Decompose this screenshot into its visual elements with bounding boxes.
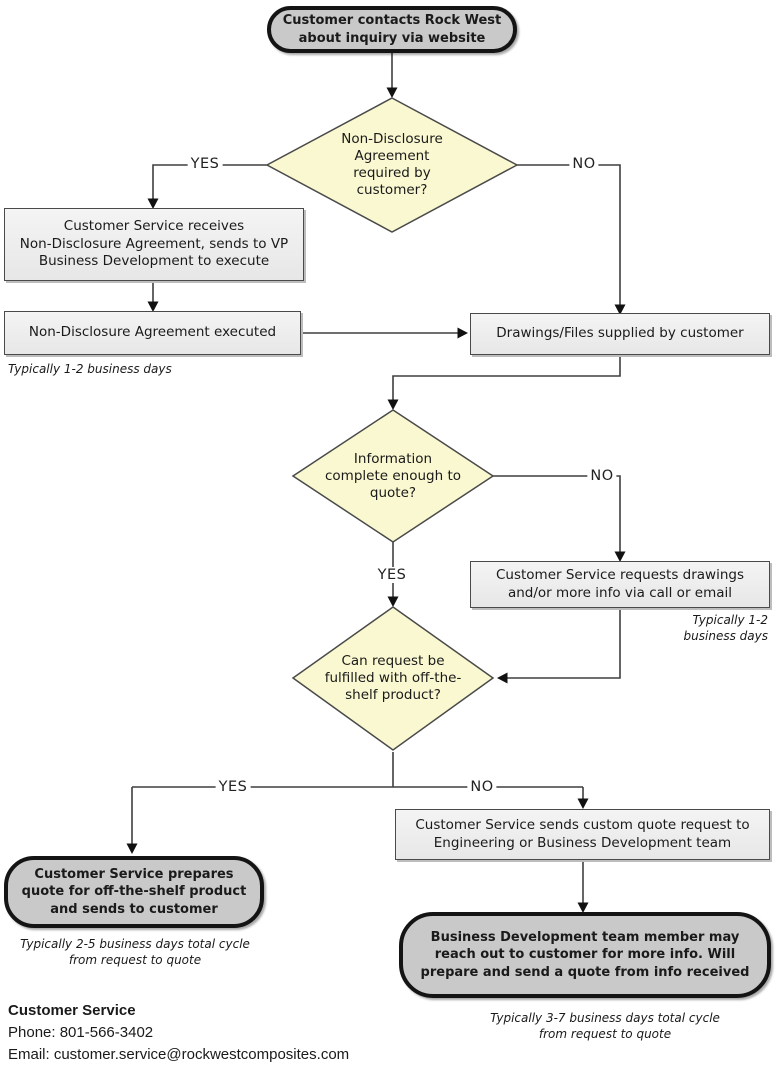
arrowhead-icon [497, 672, 508, 684]
arrowhead-icon [577, 798, 589, 809]
branch-label-offshelf-no: NO [467, 779, 497, 795]
decision-diamond-info [291, 409, 495, 543]
contact-title: Customer Service [8, 1002, 136, 1019]
decision-diamond-nda [265, 97, 519, 233]
arrowhead-icon [386, 87, 398, 98]
contact-email: Email: customer.service@rockwestcomposit… [8, 1046, 350, 1063]
contact-phone: Phone: 801-566-3402 [8, 1024, 154, 1041]
drawings-supplied-box: Drawings/Files supplied by customer [470, 313, 770, 355]
decision-diamond-offshelf [291, 606, 495, 751]
nda-executed-box: Non-Disclosure Agreement executed [4, 311, 301, 355]
arrowhead-icon [147, 198, 159, 209]
nda-receive-box: Customer Service receives Non-Disclosure… [4, 208, 304, 281]
arrowhead-icon [126, 843, 138, 854]
prepare-quote-terminal: Customer Service prepares quote for off-… [4, 856, 264, 928]
start-terminal: Customer contacts Rock West about inquir… [267, 6, 517, 53]
note-nda-cycle: Typically 1-2 business days [8, 362, 172, 376]
arrowhead-icon [577, 902, 589, 913]
connector-lines [131, 53, 621, 903]
note-custom-cycle: Typically 3-7 business days total cycle … [490, 1011, 720, 1042]
branch-label-info-no: NO [587, 468, 617, 484]
arrowhead-icon [387, 596, 399, 607]
bd-outreach-terminal: Business Development team member may rea… [399, 912, 771, 998]
custom-quote-request-box: Customer Service sends custom quote requ… [395, 809, 770, 860]
branch-label-info-yes: YES [374, 567, 410, 583]
arrowhead-icon [614, 551, 626, 562]
decision-diamonds [265, 97, 519, 751]
contact-block: Customer Service Phone: 801-566-3402 Ema… [8, 1000, 349, 1066]
nda-decision-label: Non-Disclosure Agreement required by cus… [341, 131, 443, 198]
branch-label-nda-yes: YES [187, 156, 223, 172]
connector [392, 356, 621, 400]
connector [131, 752, 584, 844]
arrowhead-icon [614, 304, 626, 315]
offshelf-decision-label: Can request be fulfilled with off-the- s… [324, 653, 462, 703]
arrowheads [126, 87, 626, 913]
branch-label-nda-no: NO [569, 156, 599, 172]
request-more-info-box: Customer Service requests drawings and/o… [470, 561, 770, 608]
info-decision-label: Information complete enough to quote? [325, 451, 461, 501]
arrowhead-icon [147, 301, 159, 312]
connector [517, 164, 621, 305]
connector [152, 164, 268, 199]
arrowhead-icon [387, 399, 399, 410]
arrowhead-icon [457, 327, 468, 339]
branch-label-offshelf-yes: YES [215, 779, 251, 795]
connector [493, 475, 621, 552]
connector [507, 608, 621, 679]
note-offshelf-cycle: Typically 2-5 business days total cycle … [20, 937, 250, 968]
note-info-cycle: Typically 1-2 business days [683, 613, 768, 644]
